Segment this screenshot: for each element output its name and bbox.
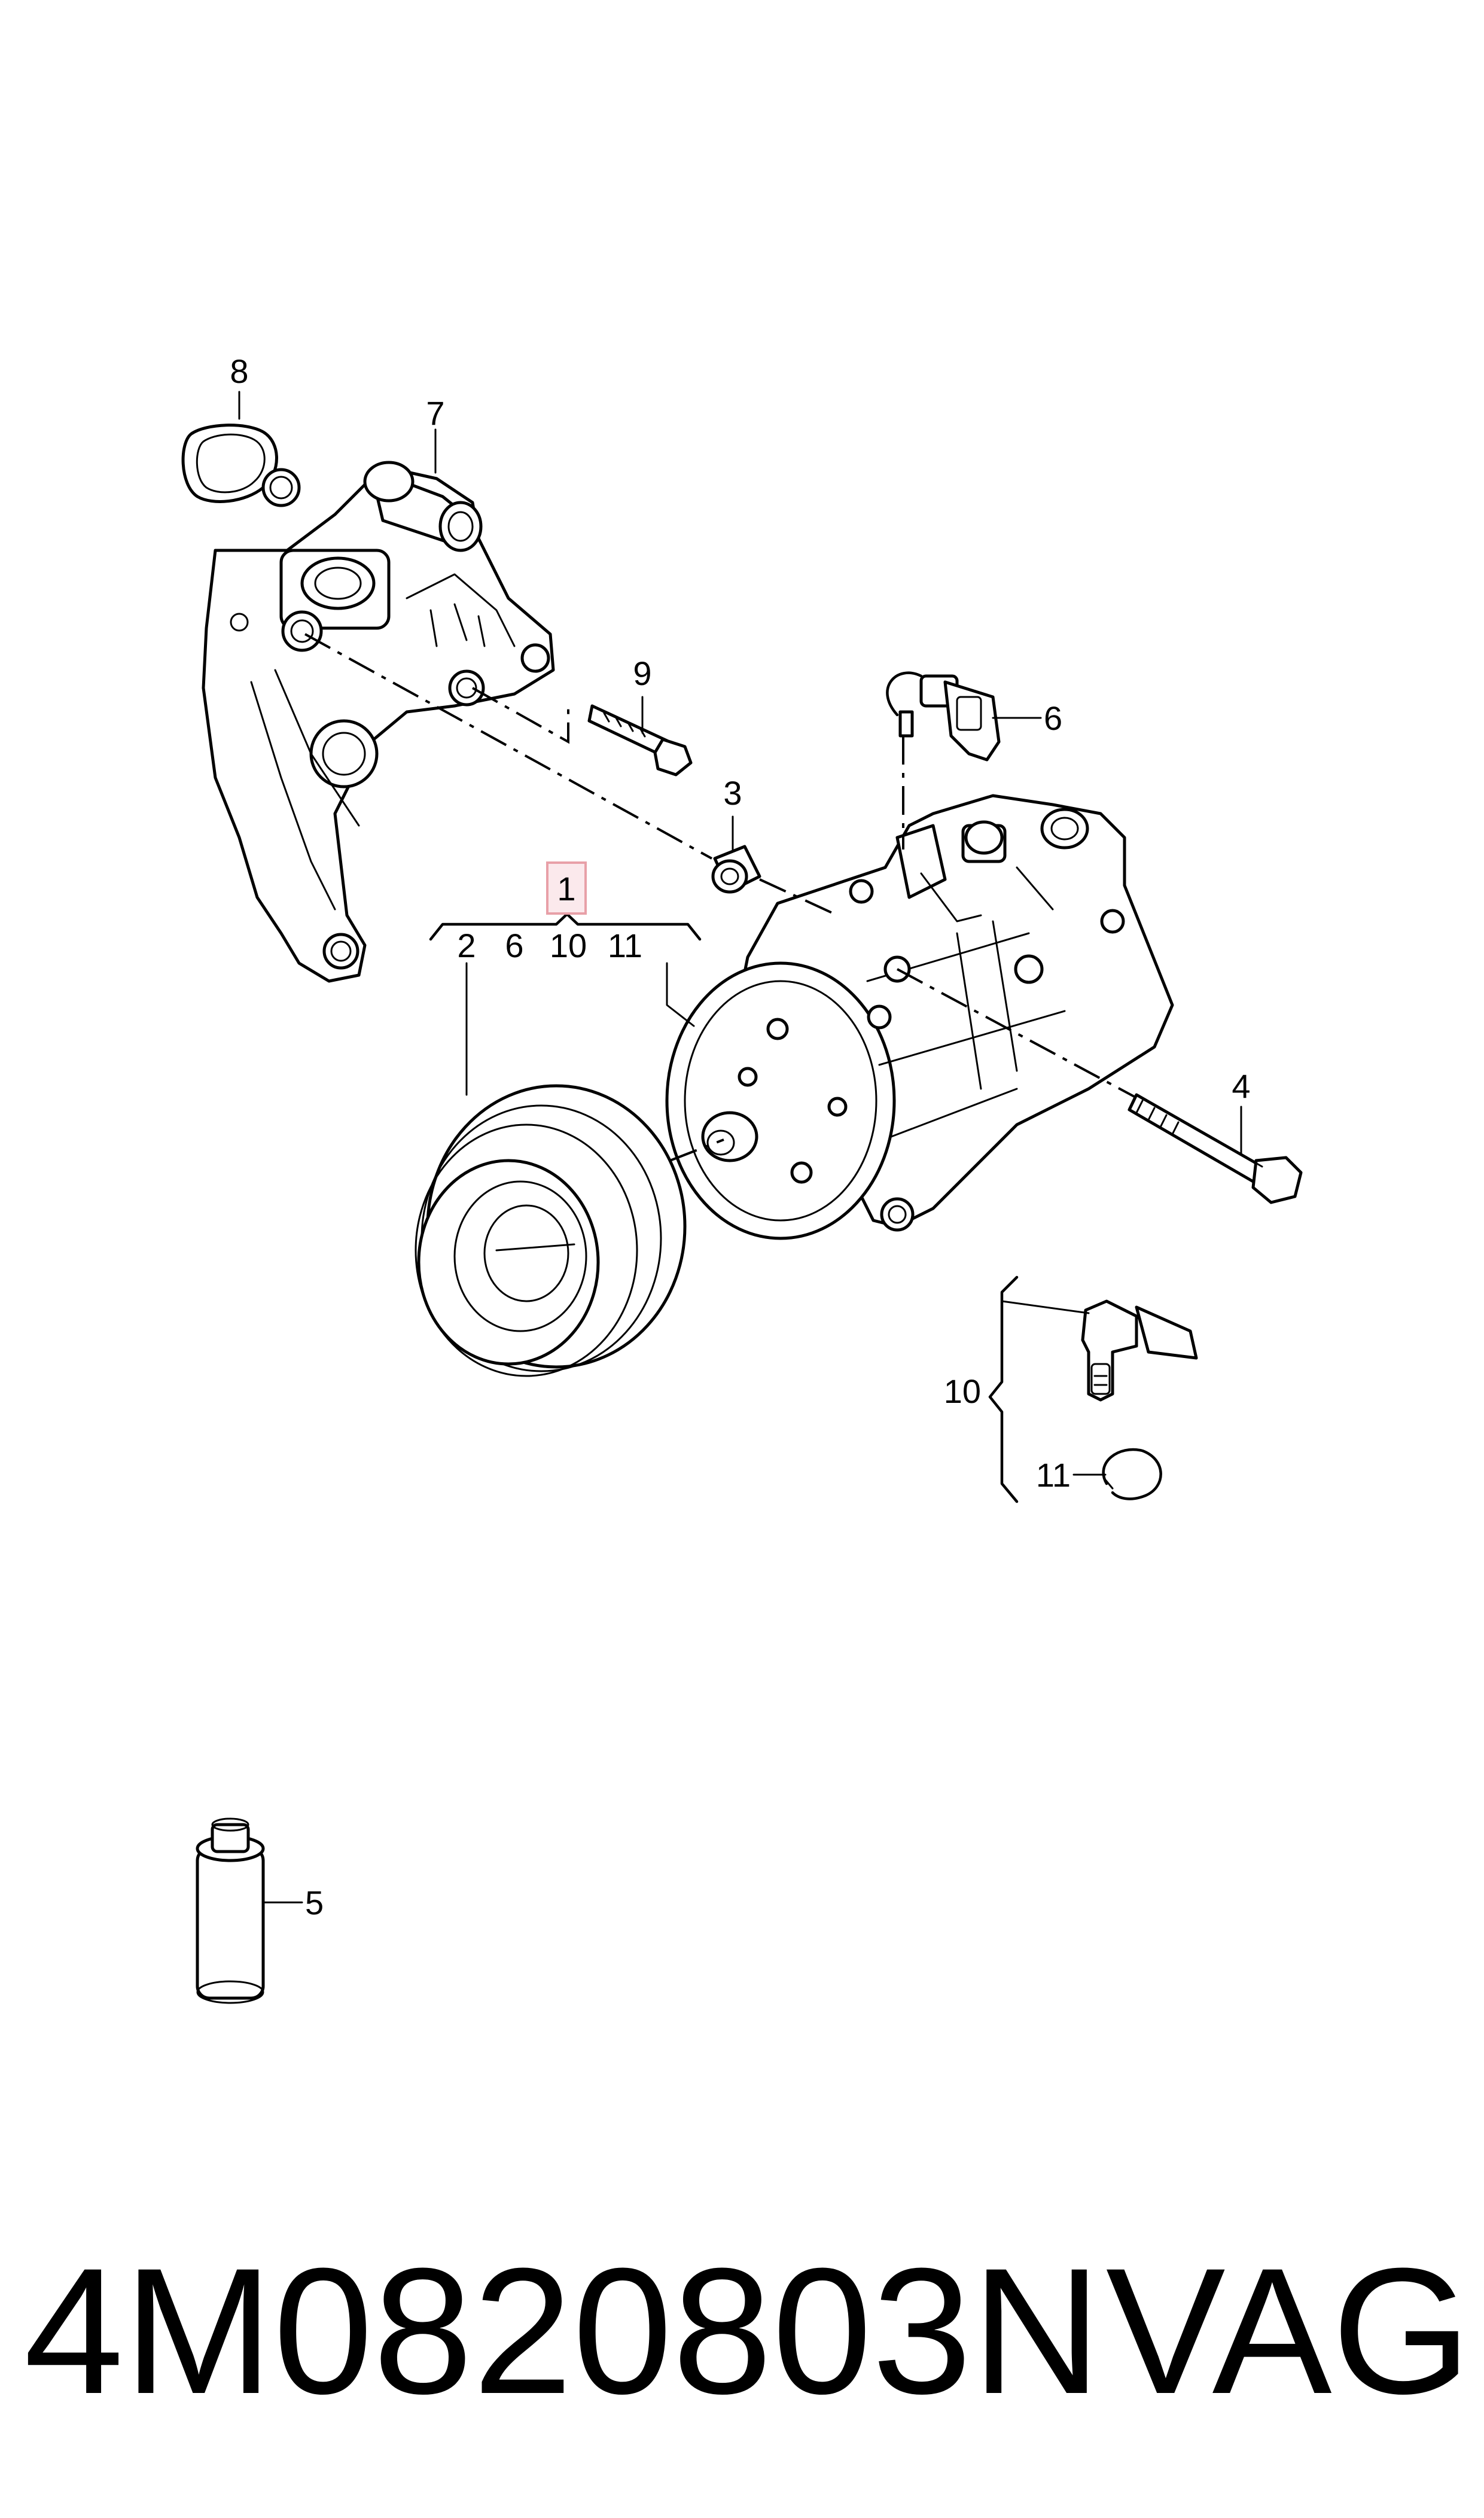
callout-3: 3 <box>723 774 742 812</box>
valve-part-10 <box>1081 1299 1198 1402</box>
oil-bottle-part-5 <box>196 1817 265 2004</box>
callout-5: 5 <box>305 1884 324 1922</box>
callout-group-10: 10 <box>550 927 587 964</box>
bracket-part-7 <box>202 461 555 983</box>
callout-7: 7 <box>426 394 444 432</box>
callout-labels: 1 2 6 10 11 3 4 5 6 7 8 9 10 11 <box>230 352 1250 1922</box>
bolt-part-4 <box>1128 1093 1303 1204</box>
callout-9: 9 <box>633 654 651 692</box>
callout-8: 8 <box>230 352 248 390</box>
callout-10: 10 <box>944 1372 981 1410</box>
sleeve-part-3 <box>711 845 761 894</box>
bolt-part-9 <box>587 704 693 777</box>
callout-group-6: 6 <box>505 927 523 964</box>
sensor-part-6 <box>886 671 1001 762</box>
callout-6: 6 <box>1044 699 1062 737</box>
callout-1: 1 <box>557 870 575 908</box>
callout-group-2: 2 <box>457 927 476 964</box>
callout-11: 11 <box>1036 1456 1071 1494</box>
circlip-part-11 <box>1102 1448 1162 1500</box>
brand-name: VAG <box>1106 2230 1471 2431</box>
pulley-part-2 <box>415 1084 687 1377</box>
gasket-part-8 <box>181 424 301 507</box>
callout-1-highlight <box>546 861 587 915</box>
compressor-part-1 <box>665 794 1174 1240</box>
callout-4: 4 <box>1232 1067 1250 1105</box>
part-number: 4M0820803N <box>24 2230 1101 2431</box>
callout-group-11: 11 <box>608 927 642 964</box>
assembly-lines <box>304 633 1137 1162</box>
